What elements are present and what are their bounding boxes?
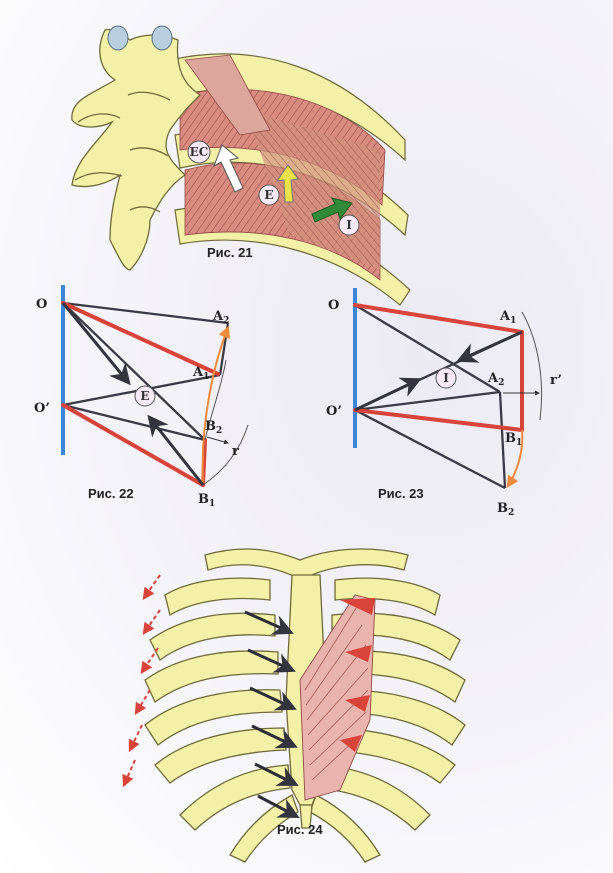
fig24-xiphoid	[299, 804, 313, 829]
fig21-yellow-arrow	[275, 164, 299, 203]
fig22-thin-arc	[204, 359, 227, 441]
fig22-orange-arc	[201, 325, 230, 486]
fig23-caption: Рис. 23	[378, 486, 424, 501]
fig24-rib-left-1	[164, 577, 271, 617]
figure-23: O O’ A1 A2 B1 B2 r’ I Рис. 23	[326, 288, 562, 518]
fig24-dark-arrows	[244, 610, 300, 818]
fig23-thin-arc	[521, 311, 543, 421]
fig23-i-circle	[435, 367, 457, 389]
fig23-orange-arc	[506, 429, 524, 489]
fig22-line-o-b2	[62, 302, 206, 441]
fig21-i-circle	[338, 214, 360, 236]
fig22-caption: Рис. 22	[88, 486, 134, 501]
fig21-spine	[71, 28, 202, 271]
fig23-line-a2-b2	[498, 391, 507, 489]
fig24-rib-right-7	[309, 794, 381, 863]
fig22-e-circle	[134, 385, 156, 407]
figure-22: O O’ A2 A1 B2 B1 r E Рис. 22	[34, 285, 249, 509]
fig23-red-oprime-b1	[353, 408, 524, 432]
fig22-outer-arc	[202, 424, 249, 486]
fig23-label-b2: B2	[497, 501, 514, 518]
fig23-line-oprime-a2	[354, 390, 501, 412]
fig24-caption: Рис. 24	[277, 822, 323, 837]
fig23-label-o: O	[328, 298, 339, 313]
fig22-arrow-up	[147, 414, 205, 486]
fig21-levator-muscle	[184, 54, 271, 136]
fig22-label-a1: A1	[192, 365, 209, 382]
fig21-ec-label: EC	[190, 145, 209, 159]
fig22-line-o-a2	[62, 301, 229, 325]
fig24-muscle	[299, 594, 376, 801]
fig23-arrow-from-a1	[456, 330, 523, 363]
fig23-arrow-from-oprime	[354, 377, 422, 412]
fig22-label-o-prime: O’	[34, 401, 50, 416]
fig23-label-b1: B1	[505, 431, 522, 448]
fig23-label-a1: A1	[499, 309, 516, 326]
fig23-label-a2: A2	[487, 371, 504, 388]
fig21-e-circle	[258, 184, 280, 206]
fig21-i-label: I	[346, 218, 352, 232]
fig21-caption: Рис. 21	[207, 245, 253, 260]
fig22-red-oprime-b1	[61, 403, 205, 487]
fig23-i-label: I	[443, 371, 449, 385]
fig22-line-oprime-b2	[62, 403, 206, 442]
fig22-label-b1: B1	[198, 492, 215, 509]
fig21-e-label: E	[264, 188, 273, 202]
fig22-e-label: E	[140, 389, 149, 403]
fig22-red-o-a1	[61, 301, 220, 376]
fig23-red-o-a1	[353, 303, 524, 334]
fig24-rib-left-2	[149, 612, 276, 661]
fig21-ec-circle	[187, 140, 211, 164]
fig22-arrow-down	[61, 302, 131, 386]
fig21-vertebra-caps	[107, 25, 173, 51]
fig22-label-b2: B2	[205, 419, 222, 436]
figure-21: EC E I Рис. 21	[71, 25, 411, 306]
fig23-label-r-prime: r’	[550, 373, 562, 388]
fig21-green-arrow	[311, 197, 353, 223]
fig24-rib-right-6	[317, 764, 431, 831]
fig24-rib-left-3	[144, 650, 279, 703]
fig24-rib-left-4	[144, 689, 283, 746]
fig22-label-r: r	[232, 444, 239, 459]
fig22-r-dim	[206, 436, 229, 445]
fig24-top-arch	[204, 548, 409, 579]
fig23-label-o-prime: O’	[326, 404, 342, 419]
fig24-red-arrows	[122, 574, 161, 788]
fig24-rib-left-6	[179, 764, 291, 831]
fig23-line-o-a2	[354, 304, 501, 393]
fig24-rib-left-5	[154, 727, 287, 784]
fig22-label-o: O	[36, 297, 47, 312]
fig23-line-oprime-b2	[354, 408, 506, 490]
fig21-white-arrow	[213, 144, 244, 193]
fig22-label-a2: A2	[212, 309, 229, 326]
